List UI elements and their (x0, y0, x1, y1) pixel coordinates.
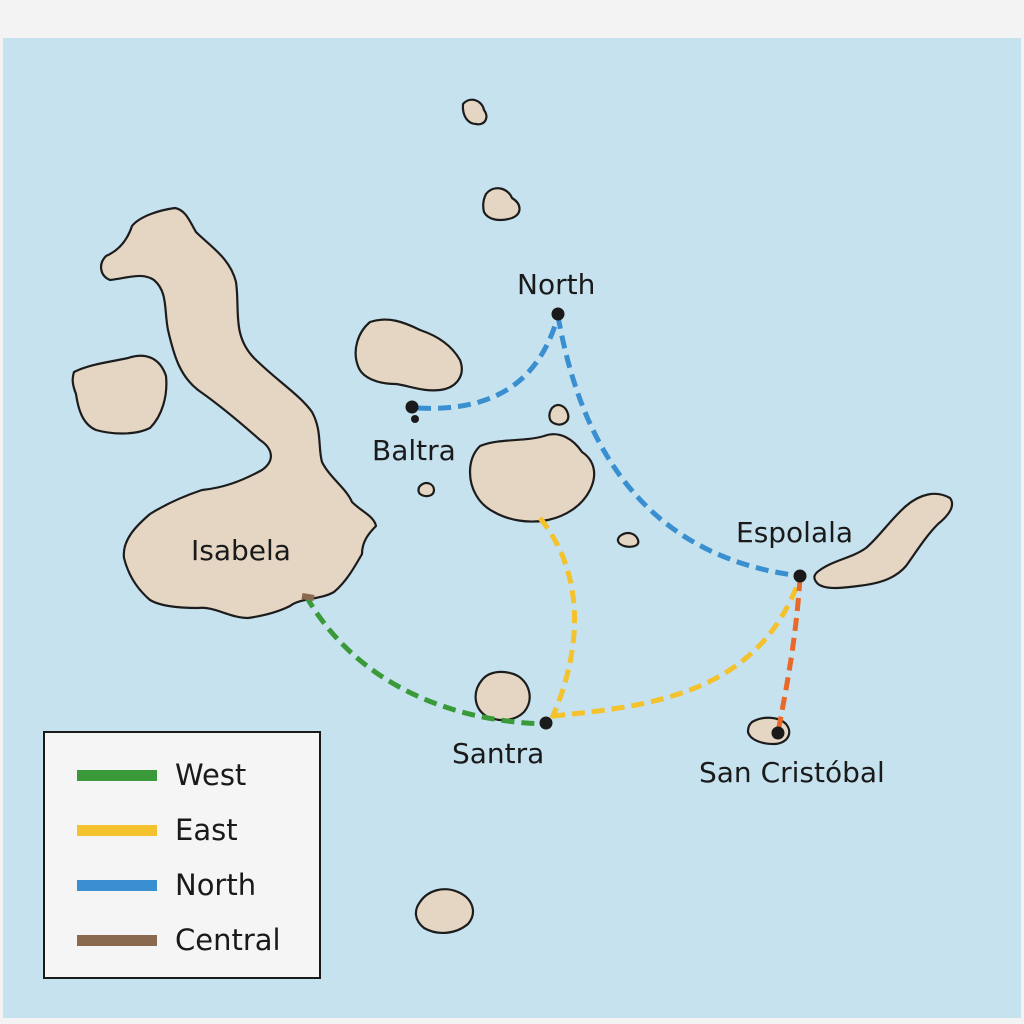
legend-item-east: East (77, 810, 238, 850)
legend-swatch-north (77, 879, 157, 891)
place-dot-espolala (793, 569, 807, 583)
island-west (71, 354, 168, 435)
island-tiny-1 (461, 98, 488, 126)
route-east-2 (551, 577, 803, 719)
island-tiny-2 (482, 187, 521, 222)
route-west (303, 594, 547, 727)
label-espolala: Espolala (736, 516, 853, 549)
island-floreana (414, 888, 475, 934)
legend: West East North Central (43, 731, 321, 979)
place-dot-santra (539, 716, 553, 730)
route-central (301, 593, 315, 601)
label-santra: Santra (452, 737, 544, 770)
route-connector (775, 577, 803, 733)
island-tiny-4 (417, 481, 436, 498)
legend-label-central: Central (175, 923, 281, 957)
route-north-2 (555, 315, 801, 579)
legend-label-west: West (175, 758, 247, 792)
legend-label-north: North (175, 868, 257, 902)
legend-swatch-west (77, 769, 157, 781)
label-isabela: Isabela (191, 534, 291, 567)
island-santiago (354, 318, 463, 392)
island-tiny-5 (616, 531, 640, 548)
label-baltra: Baltra (372, 434, 456, 467)
legend-item-west: West (77, 755, 246, 795)
place-dot-baltra (405, 400, 419, 414)
island-tiny-3 (548, 404, 570, 426)
legend-item-central: Central (77, 920, 281, 960)
island-espolala (813, 492, 954, 590)
route-east-1 (538, 516, 577, 720)
island-santa-fe (474, 670, 531, 722)
label-san-cristobal: San Cristóbal (699, 756, 885, 789)
legend-item-north: North (77, 865, 256, 905)
route-north-1 (417, 315, 561, 411)
place-dot-north (551, 307, 565, 321)
place-dot-baltra-2 (411, 415, 419, 423)
label-north: North (517, 268, 595, 301)
island-isabela (100, 206, 378, 620)
legend-swatch-central (77, 934, 157, 946)
place-dot-san-cristobal (771, 726, 785, 740)
legend-swatch-east (77, 824, 157, 836)
legend-label-east: East (175, 813, 238, 847)
island-santa-cruz (468, 433, 596, 523)
